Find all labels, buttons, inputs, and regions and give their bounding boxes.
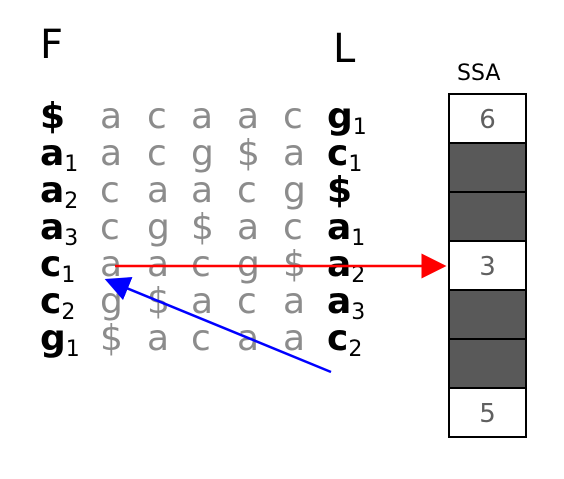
rotation-char: c (147, 96, 167, 137)
ssa-column: 6 3 5 (448, 93, 527, 438)
rotation-char: c (283, 207, 303, 248)
rotation-char: a (191, 170, 213, 211)
rotation-char: c (100, 170, 120, 211)
ssa-cell-sampled (448, 240, 527, 291)
rotation-char: $ (237, 133, 260, 174)
rotation-char: g (191, 133, 214, 174)
last-column-subscript: 1 (351, 226, 365, 251)
rotation-char: a (283, 133, 305, 174)
first-column-subscript: 2 (61, 300, 75, 325)
rotation-char: c (237, 170, 257, 211)
header-ssa: SSA (457, 61, 500, 86)
rotation-char: a (191, 96, 213, 137)
rotation-char: g (100, 281, 123, 322)
blue-arrow (104, 276, 332, 374)
last-column-subscript: 2 (348, 337, 362, 362)
rotation-char: $ (191, 207, 214, 248)
rotation-char: c (237, 281, 257, 322)
first-column-subscript: 1 (66, 337, 80, 362)
rotation-char: a (283, 281, 305, 322)
rotation-char: c (100, 207, 120, 248)
rotation-char: a (100, 133, 122, 174)
rotation-char: g (147, 207, 170, 248)
rotation-char: c (283, 96, 303, 137)
rotation-char: $ (283, 244, 306, 285)
first-column-subscript: 3 (64, 226, 78, 251)
rotation-char: a (191, 281, 213, 322)
last-column-subscript: 1 (353, 115, 367, 140)
rotation-char: $ (100, 318, 123, 359)
header-last-column: L (333, 26, 356, 72)
first-column-char: $ (40, 96, 65, 137)
last-column-subscript: 3 (351, 300, 365, 325)
ssa-cell-sampled (448, 387, 527, 438)
last-column-char: $ (327, 170, 352, 211)
rotation-char: a (147, 318, 169, 359)
ssa-cell-value: 6 (479, 105, 496, 135)
rotation-char: g (283, 170, 306, 211)
ssa-cell-empty (448, 191, 527, 242)
first-column-subscript: 1 (64, 152, 78, 177)
rotation-char: c (147, 133, 167, 174)
matrix-row: g1$acaac2 (40, 318, 362, 362)
rotation-char: a (237, 207, 259, 248)
rotation-char: a (100, 244, 122, 285)
ssa-cell-empty (448, 289, 527, 340)
last-column-subscript: 1 (348, 152, 362, 177)
rotation-char: a (147, 244, 169, 285)
ssa-cell-value: 5 (479, 399, 496, 429)
ssa-cell-value: 3 (479, 252, 496, 282)
header-first-column: F (40, 22, 63, 68)
rotation-char: a (147, 170, 169, 211)
rotation-char: a (100, 96, 122, 137)
last-column-subscript: 2 (351, 263, 365, 288)
first-column-subscript: 2 (64, 189, 78, 214)
first-column-subscript: 1 (61, 263, 75, 288)
rotation-char: c (191, 244, 211, 285)
first-column-char: a2 (40, 170, 78, 214)
rotation-char: c (191, 318, 211, 359)
ssa-cell-empty (448, 142, 527, 193)
ssa-cell-empty (448, 338, 527, 389)
rotation-char: a (283, 318, 305, 359)
rotation-char: g (237, 244, 260, 285)
rotation-char: a (237, 96, 259, 137)
